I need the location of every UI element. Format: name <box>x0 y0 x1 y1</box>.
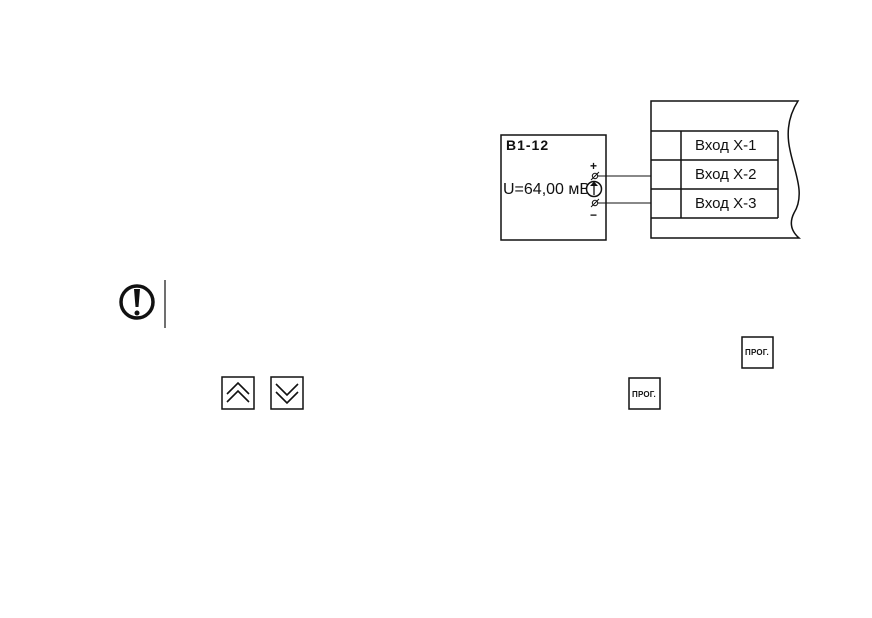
down-arrow-key[interactable] <box>270 376 304 410</box>
prog-key-lower[interactable]: ПРОГ. <box>628 377 661 410</box>
device-block: Вход Х-1 Вход Х-2 Вход Х-3 <box>650 100 801 239</box>
source-voltage: U=64,00 мВ <box>503 181 590 198</box>
voltage-source-block: В1-12 U=64,00 мВ + − <box>500 134 607 241</box>
prog-key-upper[interactable]: ПРОГ. <box>741 336 774 369</box>
input-label-1: Вход Х-1 <box>695 137 756 154</box>
warning-icon <box>119 284 155 320</box>
current-source-icon <box>585 180 603 198</box>
up-arrow-key[interactable] <box>221 376 255 410</box>
prog-key-upper-label: ПРОГ. <box>745 348 769 357</box>
input-label-3: Вход Х-3 <box>695 195 756 212</box>
plus-sign: + <box>590 159 597 173</box>
terminal-minus-icon <box>590 198 600 208</box>
connection-wires <box>598 175 651 204</box>
minus-sign: − <box>590 208 597 222</box>
source-title: В1-12 <box>506 137 549 153</box>
input-label-2: Вход Х-2 <box>695 166 756 183</box>
prog-key-lower-label: ПРОГ. <box>632 390 656 399</box>
terminal-plus-icon <box>590 171 600 181</box>
